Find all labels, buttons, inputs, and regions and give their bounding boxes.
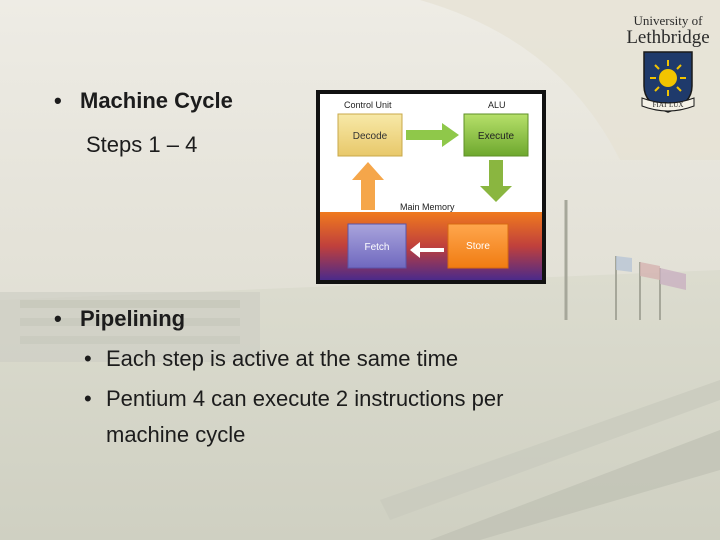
sub-bullet-active-step-text: Each step is active at the same time [106, 346, 459, 371]
sub-bullet-pentium-continued: machine cycle [106, 422, 246, 447]
bullet-point: • [54, 88, 62, 113]
decode-label: Decode [353, 131, 388, 142]
bullet-pipelining: • Pipelining [54, 306, 185, 332]
execute-box [463, 113, 529, 157]
execute-to-memory-arrow [480, 160, 512, 202]
bullet-point: • [54, 306, 62, 331]
university-crest-icon: FIAT LUX [641, 51, 695, 113]
store-to-fetch-arrow [410, 242, 444, 258]
sub-bullet-active-step: • Each step is active at the same time [84, 346, 458, 372]
logo-line1: University of [633, 13, 703, 28]
machine-cycle-diagram: Control Unit ALU Decode Execute Main Mem… [316, 90, 546, 284]
decode-box [337, 113, 403, 157]
memory-to-decode-arrow [352, 162, 384, 210]
store-box [447, 223, 509, 269]
store-label: Store [466, 241, 490, 252]
main-memory-label: Main Memory [400, 202, 455, 212]
sub-bullet-point: • [84, 346, 92, 371]
sub-bullet-point: • [84, 386, 92, 411]
control-unit-label: Control Unit [344, 100, 392, 110]
steps-text: Steps 1 – 4 [86, 132, 198, 157]
university-logo: University of Lethbridge FIAT LUX [626, 14, 710, 116]
logo-ribbon: FIAT LUX [653, 101, 684, 109]
fetch-box [347, 223, 407, 269]
bullet-machine-cycle: • Machine Cycle [54, 88, 233, 114]
alu-label: ALU [488, 100, 506, 110]
sub-bullet-pentium: • Pentium 4 can execute 2 instructions pe… [84, 386, 503, 412]
bullet-pipelining-label: Pipelining [80, 306, 186, 331]
execute-label: Execute [478, 131, 515, 142]
decode-to-execute-arrow [406, 123, 459, 147]
sub-bullet-pentium-text: Pentium 4 can execute 2 instructions per [106, 386, 504, 411]
bullet-machine-cycle-label: Machine Cycle [80, 88, 233, 113]
logo-line2: Lethbridge [626, 27, 710, 48]
fetch-label: Fetch [364, 242, 389, 253]
